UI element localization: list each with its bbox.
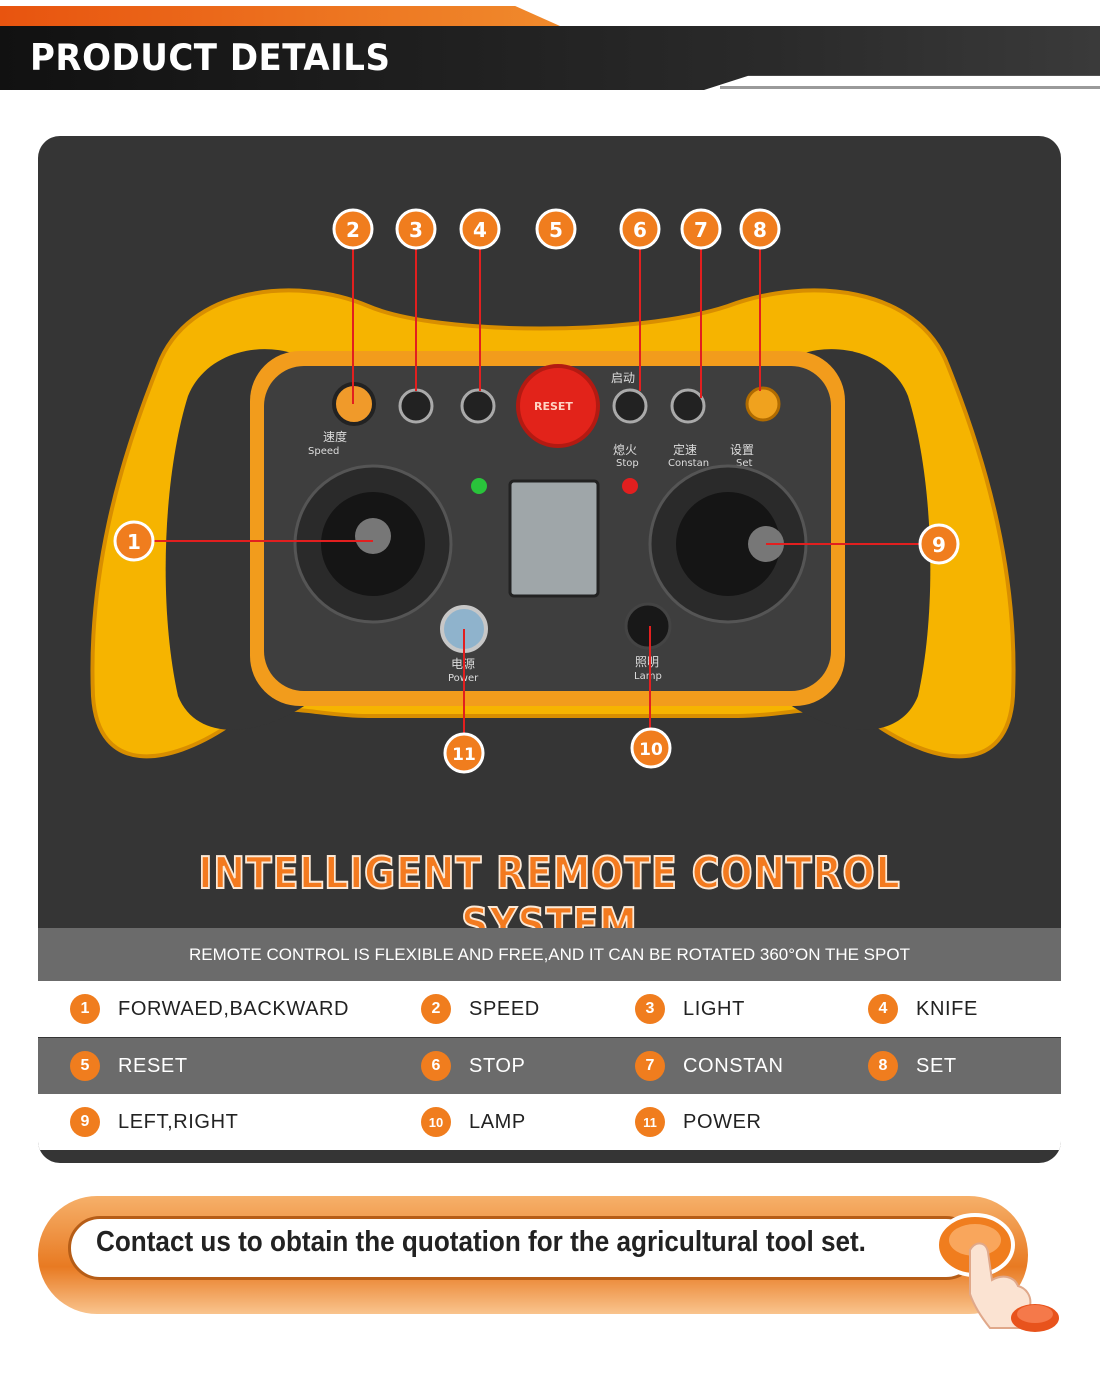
page-title: PRODUCT DETAILS bbox=[30, 36, 391, 80]
legend-label: STOP bbox=[469, 1054, 526, 1077]
set-cn-label: 设置 bbox=[730, 443, 754, 457]
legend-row: 5 RESET 6 STOP 7 CONSTAN 8 SET bbox=[38, 1038, 1061, 1094]
legend-item: 6 STOP bbox=[421, 1038, 526, 1094]
legend-badge: 5 bbox=[70, 1051, 100, 1081]
callout-9: 9 bbox=[918, 523, 960, 565]
legend-item: 11 POWER bbox=[635, 1094, 762, 1150]
legend-item: 4 KNIFE bbox=[868, 981, 978, 1037]
legend-item: 3 LIGHT bbox=[635, 981, 745, 1037]
hand-pointer-icon bbox=[969, 1242, 1032, 1329]
legend-badge: 7 bbox=[635, 1051, 665, 1081]
legend-label: RESET bbox=[118, 1054, 188, 1077]
stop-cn-label: 熄火 bbox=[613, 443, 637, 457]
svg-text:8: 8 bbox=[753, 218, 767, 242]
svg-text:3: 3 bbox=[409, 218, 423, 242]
legend-label: CONSTAN bbox=[683, 1054, 784, 1077]
header-accent-stripe bbox=[0, 6, 560, 26]
legend-label: SET bbox=[916, 1054, 957, 1077]
svg-text:4: 4 bbox=[473, 218, 487, 242]
legend-badge: 9 bbox=[70, 1107, 100, 1137]
legend-badge: 8 bbox=[868, 1051, 898, 1081]
legend-badge: 2 bbox=[421, 994, 451, 1024]
legend-item: 8 SET bbox=[868, 1038, 957, 1094]
headline: INTELLIGENT REMOTE CONTROL SYSTEM bbox=[198, 847, 901, 951]
svg-text:2: 2 bbox=[346, 218, 360, 242]
lcd-screen bbox=[508, 479, 600, 598]
callout-5: 5 bbox=[535, 208, 577, 250]
svg-text:1: 1 bbox=[127, 530, 141, 554]
emergency-stop-button bbox=[516, 364, 600, 448]
set-knob bbox=[745, 386, 781, 422]
callout-10: 10 bbox=[630, 727, 672, 769]
legend-item: 9 LEFT,RIGHT bbox=[70, 1094, 238, 1150]
push-button-icon[interactable] bbox=[930, 1210, 1070, 1340]
remote-control-illustration: 速度 Speed RESET 启动 熄火 Stop 定速 Constan 设置 … bbox=[90, 208, 1016, 774]
svg-text:7: 7 bbox=[694, 218, 708, 242]
reset-label: RESET bbox=[534, 400, 573, 413]
legend-label: KNIFE bbox=[916, 997, 978, 1020]
start-cn-label: 启动 bbox=[611, 371, 635, 385]
legend-label: POWER bbox=[683, 1110, 762, 1133]
set-en-label: Set bbox=[736, 458, 753, 469]
legend-label: SPEED bbox=[469, 997, 540, 1020]
legend-badge: 1 bbox=[70, 994, 100, 1024]
battery-indicator-light bbox=[622, 478, 638, 494]
svg-text:10: 10 bbox=[639, 740, 663, 760]
callout-6: 6 bbox=[619, 208, 661, 250]
stop-en-label: Stop bbox=[616, 458, 639, 469]
contact-text: Contact us to obtain the quotation for t… bbox=[96, 1226, 866, 1258]
legend-row: 1 FORWAED,BACKWARD 2 SPEED 3 LIGHT 4 KNIFE bbox=[38, 981, 1061, 1037]
legend-label: FORWAED,BACKWARD bbox=[118, 997, 350, 1020]
knife-toggle bbox=[460, 388, 496, 424]
speed-en-label: Speed bbox=[308, 446, 339, 457]
legend-item: 5 RESET bbox=[70, 1038, 188, 1094]
constan-en-label: Constan bbox=[668, 458, 709, 469]
callout-badges: 2 3 4 5 6 7 8 1 9 11 10 bbox=[113, 208, 960, 774]
left-joystick-knob bbox=[355, 518, 391, 554]
speed-cn-label: 速度 bbox=[323, 429, 347, 444]
svg-text:11: 11 bbox=[452, 745, 476, 765]
callout-lines bbox=[150, 248, 923, 736]
callout-2: 2 bbox=[332, 208, 374, 250]
signal-indicator-light bbox=[471, 478, 487, 494]
legend-label: LAMP bbox=[469, 1110, 526, 1133]
callout-3: 3 bbox=[395, 208, 437, 250]
callout-4: 4 bbox=[459, 208, 501, 250]
constan-toggle bbox=[670, 388, 706, 424]
legend-item: 1 FORWAED,BACKWARD bbox=[70, 981, 349, 1037]
stop-toggle bbox=[612, 388, 648, 424]
caption-bar: REMOTE CONTROL IS FLEXIBLE AND FREE,AND … bbox=[38, 928, 1061, 981]
product-panel: 速度 Speed RESET 启动 熄火 Stop 定速 Constan 设置 … bbox=[38, 136, 1061, 1163]
legend-badge: 10 bbox=[421, 1107, 451, 1137]
callout-8: 8 bbox=[739, 208, 781, 250]
lamp-cn-label: 照明 bbox=[635, 655, 659, 669]
legend-badge: 6 bbox=[421, 1051, 451, 1081]
svg-text:6: 6 bbox=[633, 218, 647, 242]
callout-7: 7 bbox=[680, 208, 722, 250]
constan-cn-label: 定速 bbox=[673, 442, 697, 457]
legend: 1 FORWAED,BACKWARD 2 SPEED 3 LIGHT 4 KNIFE 5… bbox=[38, 981, 1061, 1151]
legend-badge: 11 bbox=[635, 1107, 665, 1137]
legend-label: LEFT,RIGHT bbox=[118, 1110, 239, 1133]
contact-banner-inner bbox=[68, 1216, 978, 1280]
legend-item: 2 SPEED bbox=[421, 981, 540, 1037]
callout-11: 11 bbox=[443, 732, 485, 774]
callout-1: 1 bbox=[113, 520, 155, 562]
legend-label: LIGHT bbox=[683, 997, 745, 1020]
legend-row: 9 LEFT,RIGHT 10 LAMP 11 POWER bbox=[38, 1094, 1061, 1150]
right-joystick-boot bbox=[676, 492, 780, 596]
svg-text:9: 9 bbox=[932, 533, 946, 557]
legend-item: 10 LAMP bbox=[421, 1094, 526, 1150]
lamp-knob bbox=[624, 602, 672, 650]
legend-badge: 3 bbox=[635, 994, 665, 1024]
legend-item: 7 CONSTAN bbox=[635, 1038, 784, 1094]
svg-text:5: 5 bbox=[549, 218, 563, 242]
lamp-en-label: Lamp bbox=[634, 671, 662, 682]
light-toggle bbox=[398, 388, 434, 424]
legend-badge: 4 bbox=[868, 994, 898, 1024]
header-divider bbox=[720, 86, 1100, 89]
